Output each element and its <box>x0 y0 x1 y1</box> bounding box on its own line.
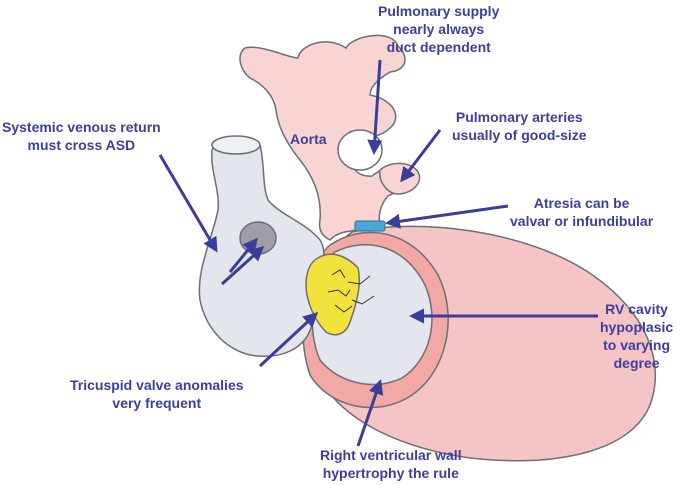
arrow-asd-2 <box>228 237 258 273</box>
tricuspid-chordae <box>327 269 375 313</box>
arrow-rv-wall <box>356 379 384 447</box>
label-line: Pulmonary arteries <box>455 109 583 125</box>
atresia-band <box>354 220 386 232</box>
label-line: RV cavity <box>605 301 668 317</box>
label-atresia: Atresia can be valvar or infundibular <box>510 194 653 230</box>
label-line: degree <box>613 355 660 371</box>
annotation-arrows <box>158 59 598 447</box>
caval-vein-opening <box>211 135 261 155</box>
label-line: Tricuspid valve anomalies <box>70 377 244 393</box>
label-line: Right ventricular wall <box>320 447 462 463</box>
label-line: Pulmonary supply <box>378 3 500 19</box>
label-line: hypertrophy the rule <box>322 465 459 481</box>
label-pulmonary-arteries: Pulmonary arteries usually of good-size <box>452 108 587 144</box>
label-line: very frequent <box>112 395 202 411</box>
label-line: valvar or infundibular <box>510 213 654 229</box>
tricuspid-valve <box>305 253 361 336</box>
arrow-tricuspid <box>258 311 319 368</box>
label-line: must cross ASD <box>27 137 136 153</box>
arrow-pulmonary-arteries <box>400 129 442 183</box>
label-line: Systemic venous return <box>2 119 161 135</box>
arrow-systemic-venous <box>158 154 218 253</box>
label-systemic-venous: Systemic venous return must cross ASD <box>2 118 161 154</box>
label-rv-cavity: RV cavity hypoplasic to varying degree <box>600 300 673 372</box>
label-line: usually of good-size <box>452 127 587 143</box>
label-line: hypoplasic <box>600 319 674 335</box>
arrow-pulmonary-supply <box>367 59 383 155</box>
label-line: Atresia can be <box>533 195 630 211</box>
label-line: to varying <box>603 337 671 353</box>
label-line: duct dependent <box>386 39 491 55</box>
label-pulmonary-supply: Pulmonary supply nearly always duct depe… <box>378 2 499 56</box>
label-rv-wall: Right ventricular wall hypertrophy the r… <box>320 446 462 482</box>
label-aorta: Aorta <box>290 130 327 148</box>
label-tricuspid: Tricuspid valve anomalies very frequent <box>70 376 244 412</box>
arrow-atresia <box>385 204 509 229</box>
asd <box>239 221 277 255</box>
label-aorta-text: Aorta <box>290 131 327 147</box>
label-line: nearly always <box>393 21 485 37</box>
